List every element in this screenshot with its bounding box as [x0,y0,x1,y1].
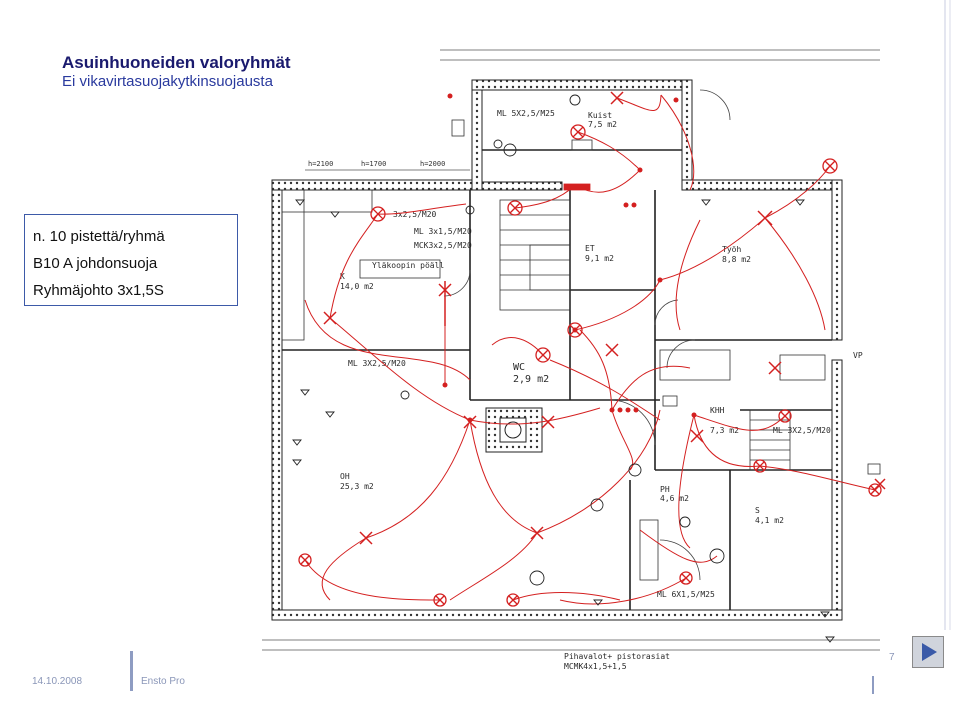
light-fixtures [298,124,882,607]
walls [271,79,843,621]
ceiling-points [323,91,886,545]
room-name: KHH [710,406,725,415]
room-area: 8,8 m2 [722,255,751,264]
breaker-spec: B10 A johdonsuoja [33,255,158,272]
points-per-group: n. 10 pistettä/ryhmä [33,228,165,245]
stairs [499,199,791,471]
room-name: S [755,506,760,515]
room-area: 4,6 m2 [660,494,689,503]
height-label: h=2100 [308,160,333,168]
room-area: 9,1 m2 [585,254,614,263]
room-name: Työh [722,245,741,254]
cable-label: ML 3X2,5/M20 [773,426,831,435]
footer-divider [130,651,133,691]
cable-label: 3x2,5/M20 [393,210,437,219]
cable-label: ML 3X2,5/M20 [348,359,406,368]
next-slide-button[interactable] [912,636,944,668]
room-area: 2,9 m2 [513,374,549,385]
circuit-wiring [304,94,876,605]
room-area: 4,1 m2 [755,516,784,525]
cable-spec: Ryhmäjohto 3x1,5S [33,282,164,299]
plan-tags [451,119,881,475]
height-labels: h=2100 h=1700 h=2000 [308,160,445,168]
fireplace [485,407,543,453]
cable-label: MCK3x2,5/M20 [414,241,472,250]
slide-subtitle: Ei vikavirtasuojakytkinsuojausta [62,73,273,90]
height-label: h=1700 [361,160,386,168]
footer-brand: Ensto Pro [141,676,185,687]
room-area: 14,0 m2 [340,282,374,291]
room-name: OH [340,472,350,481]
room-name: Kuist [588,111,612,120]
note-label: Yläkoopin pöäll [372,261,444,270]
cable-label: ML 5X2,5/M25 [497,109,555,118]
cable-label: ML 3x1,5/M20 [414,227,472,236]
footer-date: 14.10.2008 [32,676,83,687]
room-area: 25,3 m2 [340,482,374,491]
switches [292,94,835,643]
counters [281,189,826,581]
room-name: K [340,272,345,281]
room-area: 7,5 m2 [588,120,617,129]
play-next-icon [922,643,937,661]
cable-label: Pihavalot+ pistorasiat [564,652,670,661]
room-name: ET [585,244,595,253]
room-name: WC [513,362,525,373]
slide-title: Asuinhuoneiden valoryhmät [62,53,291,72]
circuit-info-box: n. 10 pistettä/ryhmä B10 A johdonsuoja R… [24,214,238,306]
room-name: VP [853,351,863,360]
room-labels: ML 5X2,5/M25 Kuist 7,5 m2 3x2,5/M20 ML 3… [340,109,863,671]
interior-walls [282,149,832,610]
dimension-lines [262,49,880,651]
height-label: h=2000 [420,160,445,168]
cable-label: MCMK4x1,5+1,5 [564,662,627,671]
page-number: 7 [889,652,895,663]
room-area: 7,3 m2 [710,426,739,435]
page-divider [872,676,874,694]
cable-label: ML 6X1,5/M25 [657,590,715,599]
room-name: PH [660,485,670,494]
